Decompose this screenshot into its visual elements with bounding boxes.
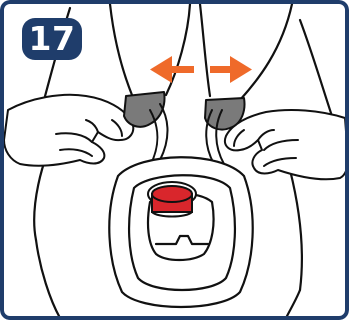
- red-release-button-icon: [148, 182, 196, 217]
- right-arrow-icon: [210, 56, 252, 83]
- double-outward-arrow-icon: [150, 56, 252, 83]
- right-hand: [225, 110, 348, 179]
- left-arrow-icon: [150, 56, 194, 83]
- left-hand: [4, 95, 133, 166]
- step-number-badge: 17: [22, 18, 82, 60]
- left-handle: [124, 92, 164, 127]
- buckle-housing: [109, 157, 252, 307]
- harness-handles: [124, 92, 244, 130]
